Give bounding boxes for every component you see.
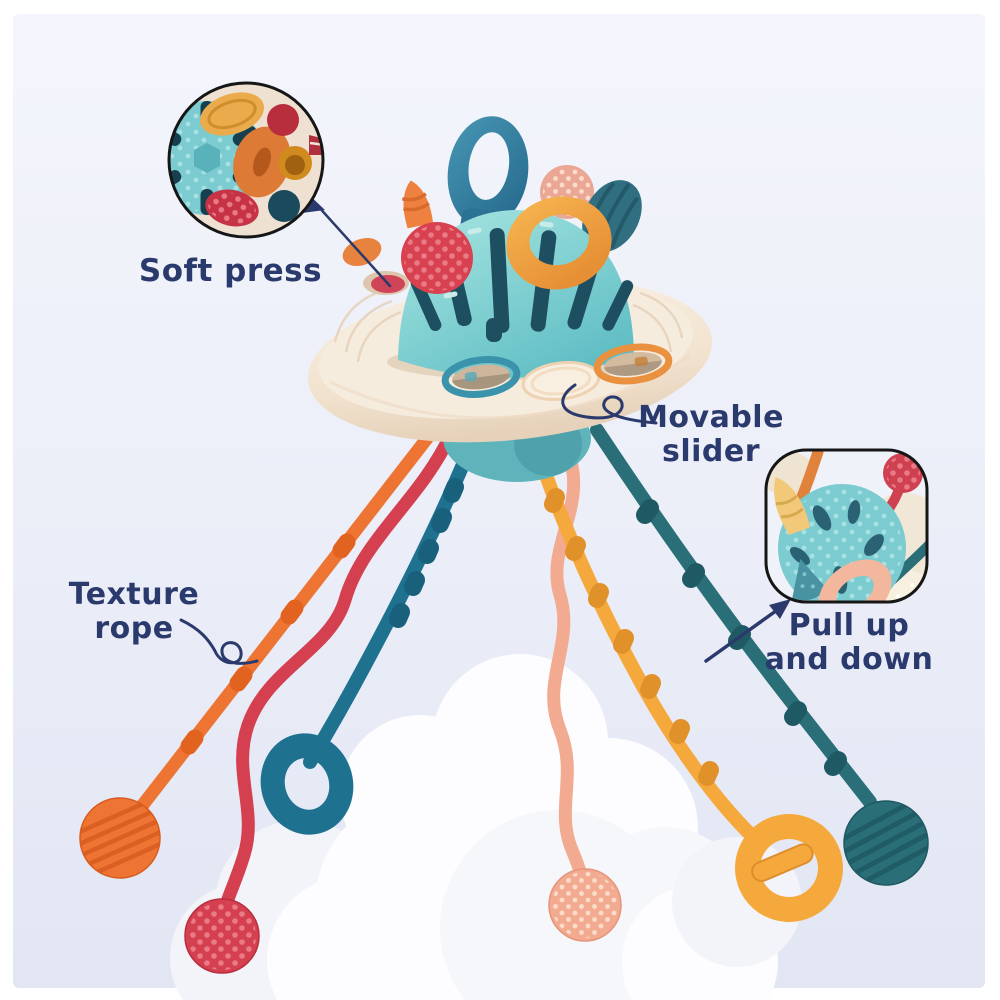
inset-orange-donut [233, 126, 291, 198]
dark-teal-rope-disc [836, 799, 936, 887]
soft-press-label: Soft press [128, 253, 333, 289]
movable-slider-squiggle-line [561, 383, 658, 425]
pull-zoom-panel [764, 448, 929, 604]
movable-slider-line1: Movable [638, 400, 784, 435]
inset-teal-fan [792, 558, 828, 601]
inset-yellow-button [200, 92, 264, 136]
red-rope-disc [184, 898, 260, 974]
inset-pink-ring [818, 559, 892, 602]
blue-rope-ring [260, 733, 354, 835]
inset-red-button [267, 104, 299, 136]
ring-orange-handle [506, 196, 612, 290]
texture-rope-orange [73, 425, 439, 879]
inset-yellow-cone [774, 477, 811, 535]
opening-orange-ring [593, 343, 673, 385]
texture-rope-line1: Texture [68, 577, 200, 612]
pull-up-down-label: Pull up and down [750, 609, 948, 677]
inset-dark-button [268, 190, 300, 222]
texture-rope-yellow [524, 427, 843, 922]
knob-orange-cone [401, 180, 434, 229]
movable-slider-line2: slider [661, 434, 761, 469]
pull-up-line1: Pull up [788, 608, 910, 643]
inset-red-dotted-ball [205, 189, 259, 227]
pull-up-line2: and down [764, 642, 934, 677]
texture-rope-red [184, 429, 457, 974]
movable-slider-label: Movable slider [614, 401, 808, 469]
texture-rope-blue [260, 441, 477, 835]
photo-background [13, 14, 985, 988]
opening-movable-slider [521, 361, 601, 401]
soft-press-zoom-circle [167, 81, 325, 239]
orange-rope-disc [73, 797, 167, 879]
texture-rope-line2: rope [94, 611, 174, 646]
press-ball-red [401, 222, 473, 294]
texture-rope-label: Texture rope [38, 578, 230, 646]
texture-rope-squiggle-line [179, 618, 259, 665]
pink-rope-disc [548, 868, 622, 942]
pull-arrow [704, 599, 791, 663]
yellow-rope-ring [735, 814, 843, 922]
soft-press-text: Soft press [138, 253, 323, 289]
opening-teal-ring [441, 356, 521, 398]
